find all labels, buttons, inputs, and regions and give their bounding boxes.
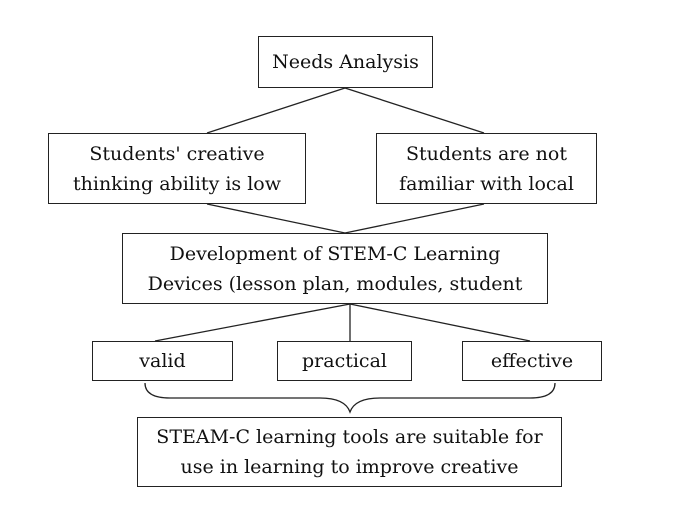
connector-development-to-effective — [349, 303, 531, 342]
development-line-1: Development of STEM-C Learning — [169, 242, 501, 265]
criterion-practical-box: practical — [277, 341, 412, 381]
problem-box-local-familiarity: Students are not familiar with local — [376, 133, 597, 204]
problem-creative-line-1: Students' creative — [89, 142, 265, 165]
connector-development-to-valid — [154, 303, 351, 342]
needs-analysis-label: Needs Analysis — [272, 51, 419, 73]
problem-box-creative-thinking: Students' creative thinking ability is l… — [48, 133, 306, 204]
conclusion-box: STEAM-C learning tools are suitable for … — [137, 417, 562, 487]
conclusion-line-1: STEAM-C learning tools are suitable for — [156, 426, 543, 448]
criterion-valid-label: valid — [139, 350, 186, 372]
criterion-valid-box: valid — [92, 341, 233, 381]
needs-analysis-box: Needs Analysis — [258, 36, 433, 88]
criterion-effective-box: effective — [462, 341, 602, 381]
problem-local-line-1: Students are not — [406, 142, 567, 165]
problem-local-line-2: familiar with local — [399, 172, 574, 195]
connector-right-to-development — [344, 203, 485, 234]
connector-needs-to-left — [206, 87, 346, 134]
development-line-2: Devices (lesson plan, modules, student — [147, 272, 523, 295]
criterion-practical-label: practical — [302, 350, 387, 372]
conclusion-line-2: use in learning to improve creative — [180, 456, 519, 478]
connector-needs-to-right — [344, 87, 485, 134]
criterion-effective-label: effective — [490, 350, 574, 372]
problem-creative-line-2: thinking ability is low — [73, 172, 281, 195]
curly-brace — [144, 382, 556, 414]
connector-left-to-development — [206, 203, 346, 234]
development-box: Development of STEM-C Learning Devices (… — [122, 233, 548, 304]
